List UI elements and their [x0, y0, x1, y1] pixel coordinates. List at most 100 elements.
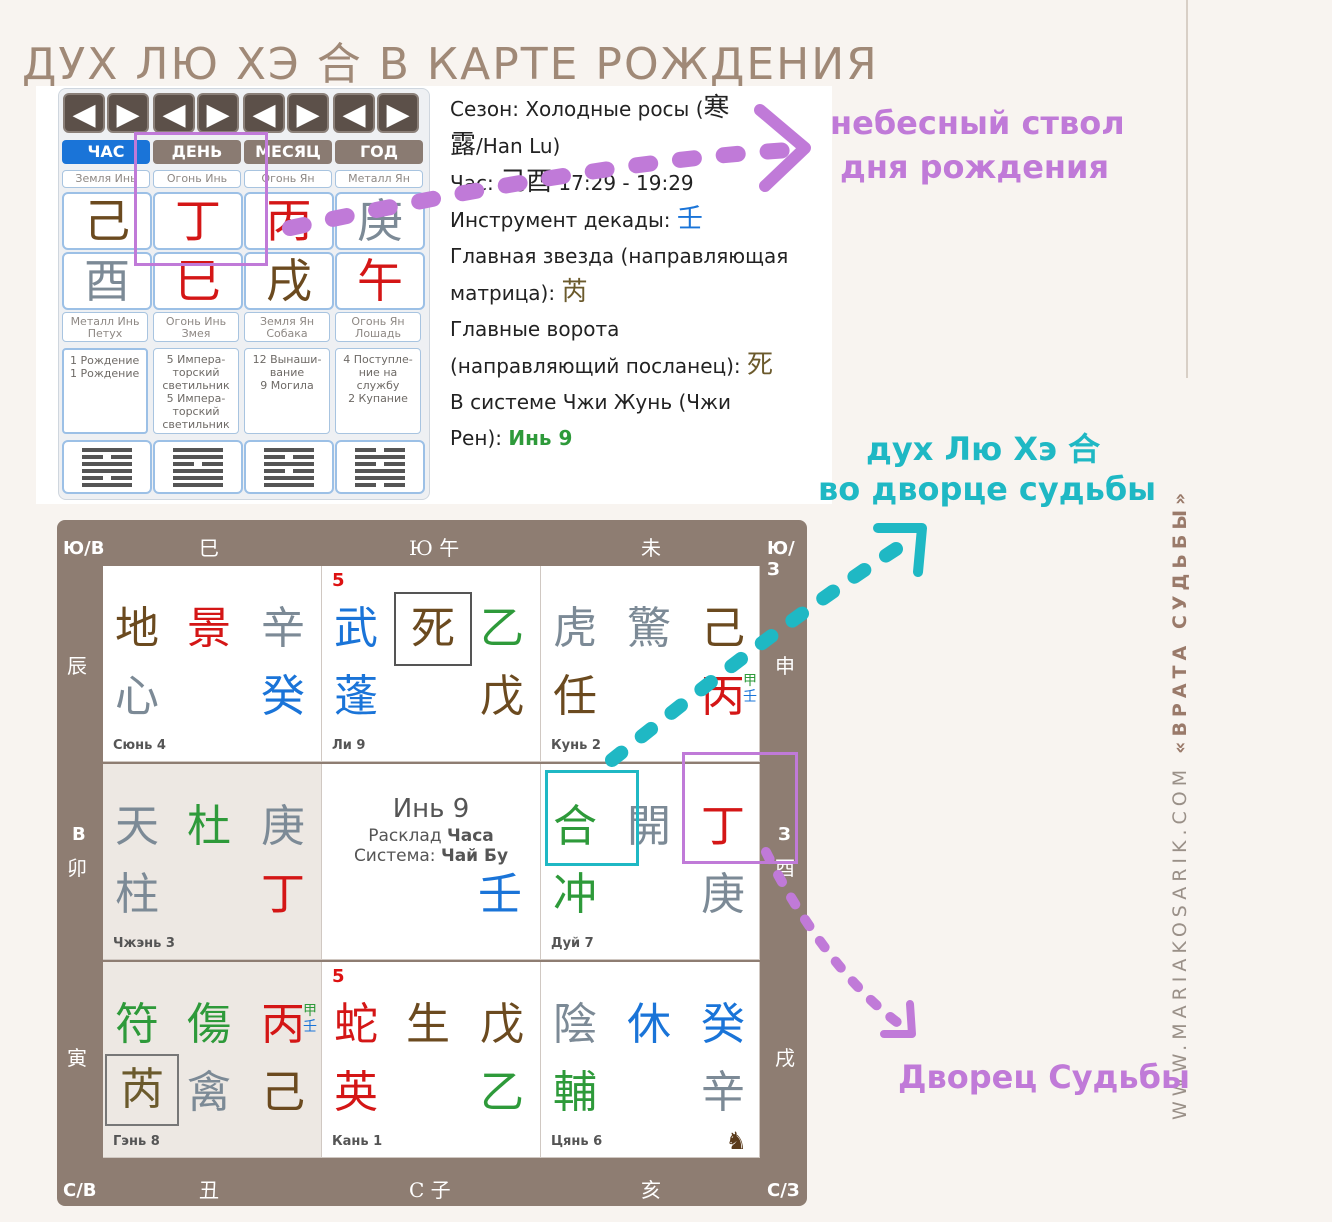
palace-name: Кунь 2 [551, 738, 601, 753]
glyph: 陰 [553, 999, 597, 1050]
page-title: ДУХ ЛЮ ХЭ 合 В КАРТЕ РОЖДЕНИЯ [22, 39, 879, 90]
right-dir: З [778, 824, 791, 845]
stem-note-line-1: небесный ствол [830, 104, 1125, 142]
prev-hour-button[interactable]: ◀ [63, 93, 105, 133]
palace-zhen[interactable]: 天 杜 庚 柱 丁 Чжэнь 3 [103, 764, 322, 960]
arrow-head-spirit [873, 523, 927, 577]
glyph: 丙 [701, 671, 745, 722]
glyph: 乙 [480, 1067, 524, 1118]
corner-nw: С/З [767, 1180, 800, 1201]
branch-year: 午 [335, 252, 425, 310]
glyph: 蓬 [334, 671, 378, 722]
glyph: 丙 [261, 999, 305, 1050]
tab-day[interactable]: ДЕНЬ [153, 140, 241, 164]
element-label-year: Металл Ян [335, 170, 423, 188]
system-line-2: Рен): Инь 9 [450, 426, 573, 450]
element-label-day: Огонь Инь [153, 170, 241, 188]
left-branch-2: 卯 [67, 856, 87, 880]
glyph: 禽 [187, 1067, 231, 1118]
glyph: 輔 [553, 1067, 597, 1118]
glyph-small: 甲 [743, 673, 757, 689]
palace-kan[interactable]: 5 蛇 生 戊 英 乙 Кань 1 [322, 962, 541, 1158]
glyph: 丁 [261, 869, 305, 920]
center-title: Инь 9 [392, 794, 470, 824]
side-watermark: WWW.MARIAKOSARIK.COM «ВРАТА СУДЬБЫ» [1169, 488, 1191, 1120]
glyph: 開 [627, 801, 671, 852]
corner-se: Ю/В [63, 538, 105, 559]
stem-note-line-2: дня рождения [840, 148, 1109, 186]
palace-name: Ли 9 [332, 738, 366, 753]
decade-line: Инструмент декады: 壬 [450, 204, 703, 234]
next-year-button[interactable]: ▶ [377, 93, 419, 133]
brand-name: «ВРАТА СУДЬБЫ» [1169, 487, 1191, 754]
glyph: 己 [261, 1067, 305, 1118]
element-label-hour: Земля Инь [62, 170, 150, 188]
glyph-small: 壬 [303, 1019, 317, 1035]
glyph-small: 甲 [303, 1003, 317, 1019]
palace-center[interactable]: Инь 9 Расклад Часа Система: Чай Бу 壬 [322, 764, 541, 960]
glyph: 杜 [187, 801, 231, 852]
palace-qian[interactable]: 陰 休 癸 輔 辛 Цянь 6 ♞ [541, 962, 760, 1158]
palace-kun[interactable]: 虎 驚 己 任 丙 甲 壬 Кунь 2 [541, 566, 760, 762]
left-branch-3: 寅 [67, 1046, 87, 1070]
day-stem-highlight [134, 132, 268, 266]
glyph: 戊 [480, 999, 524, 1050]
glyph: 景 [187, 603, 231, 654]
stem-year: 庚 [335, 192, 425, 250]
palace-xun[interactable]: 地 景 辛 心 癸 Сюнь 4 [103, 566, 322, 762]
prev-month-button[interactable]: ◀ [243, 93, 285, 133]
next-day-button[interactable]: ▶ [197, 93, 239, 133]
palace-note: Дворец Судьбы [898, 1058, 1190, 1096]
right-branch-1: 申 [775, 654, 795, 678]
season-line: Сезон: Холодные росы (寒 [450, 93, 730, 123]
spirit-note-line-2: во дворце судьбы [818, 470, 1157, 508]
palace-li[interactable]: 5 武 死 乙 蓬 戊 Ли 9 [322, 566, 541, 762]
bottom-branch-1: 丑 [199, 1178, 219, 1202]
hexagram-hour [62, 440, 152, 494]
next-month-button[interactable]: ▶ [287, 93, 329, 133]
left-dir: В [72, 824, 86, 845]
hour-line: Час: 己酉 17:29 - 19:29 [450, 167, 694, 197]
glyph-boxed: 死 [394, 592, 472, 666]
stem-hour: 己 [62, 192, 152, 250]
hexagram-day [153, 440, 243, 494]
destiny-palace-highlight [682, 752, 798, 864]
hexagram-month [244, 440, 334, 494]
palace-gen[interactable]: 符 傷 丙 甲 壬 芮 禽 己 Гэнь 8 [103, 962, 322, 1158]
glyph: 庚 [701, 869, 745, 920]
branch-hour: 酉 [62, 252, 152, 310]
next-hour-button[interactable]: ▶ [107, 93, 149, 133]
prev-day-button[interactable]: ◀ [153, 93, 195, 133]
palace-name: Сюнь 4 [113, 738, 166, 753]
glyph: 驚 [627, 603, 671, 654]
glyph: 生 [406, 999, 450, 1050]
glyph: 戊 [480, 671, 524, 722]
system-line-1: В системе Чжи Жунь (Чжи [450, 390, 731, 414]
glyph-boxed: 芮 [105, 1054, 179, 1126]
glyph: 心 [115, 671, 159, 722]
glyph: 己 [701, 603, 745, 654]
glyph: 冲 [553, 869, 597, 920]
arrow-head-palace [880, 1000, 916, 1038]
glyph: 任 [553, 671, 597, 722]
palace-dui[interactable]: 合 開 丁 冲 庚 Дуй 7 [541, 764, 760, 960]
glyph: 辛 [261, 603, 305, 654]
glyph: 虎 [553, 603, 597, 654]
glyph: 傷 [187, 999, 231, 1050]
glyph: 休 [627, 999, 671, 1050]
glyph-small: 壬 [743, 689, 757, 705]
prev-year-button[interactable]: ◀ [333, 93, 375, 133]
palace-name: Цянь 6 [551, 1134, 603, 1149]
glyph: 壬 [478, 869, 522, 920]
tab-year[interactable]: ГОД [335, 140, 423, 164]
glyph: 柱 [115, 869, 159, 920]
hexagram-year [335, 440, 425, 494]
palace-name: Кань 1 [332, 1134, 383, 1149]
